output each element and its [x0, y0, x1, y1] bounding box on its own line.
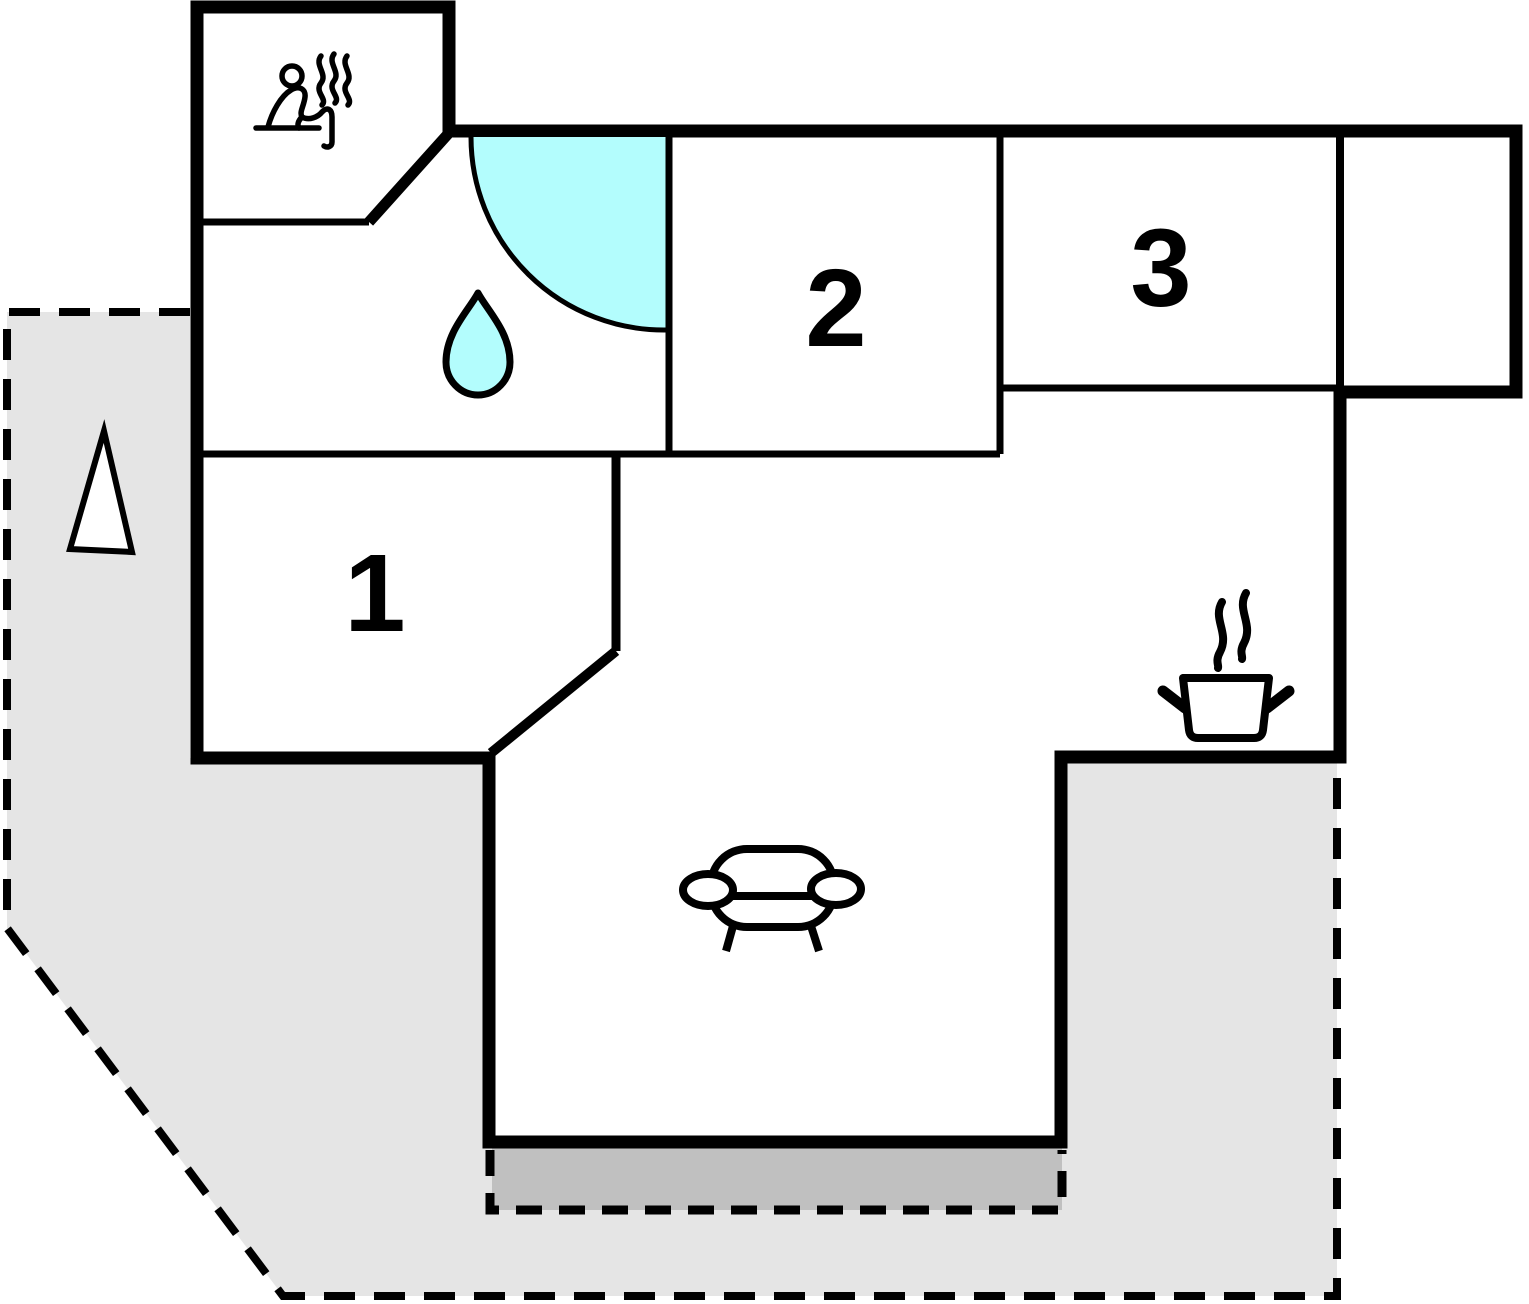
water-drop-icon: [442, 289, 514, 399]
sauna-diagonal-wall: [364, 130, 453, 226]
sofa-icon: [679, 845, 865, 953]
pot-left-handle: [1157, 685, 1191, 714]
room1-label: 1: [344, 532, 405, 655]
sofa-right-leg: [807, 924, 823, 953]
interior-walls: [194, 130, 1344, 757]
pot-body: [1179, 674, 1273, 742]
sauna-steam-line-3: [342, 53, 353, 108]
shower-quarter-circle-icon: [471, 137, 667, 331]
pot-right-handle: [1261, 685, 1295, 714]
building-outline: [190, 0, 1523, 1149]
sofa-left-leg: [722, 924, 737, 953]
room1-diagonal-wall: [487, 647, 620, 757]
sofa-right-armrest: [807, 869, 865, 909]
sauna-person-head: [279, 63, 305, 89]
pot-steam-line-1: [1213, 598, 1228, 672]
patio-strip: [492, 1148, 1062, 1210]
north-arrow-icon: [66, 419, 136, 556]
pot-steam-line-2: [1237, 589, 1252, 663]
room2-label: 2: [805, 247, 866, 370]
cooking-pot-icon: [1157, 589, 1295, 742]
shower-arc-line: [468, 136, 668, 333]
sauna-person-leg: [295, 114, 305, 131]
sauna-steam-line-2: [329, 51, 340, 106]
terrace-boundary-dashed-line: [3, 308, 1341, 1300]
sofa-left-armrest: [679, 870, 737, 910]
sauna-person-icon: [253, 51, 353, 150]
pot-steam: [1213, 589, 1252, 672]
terrace-area: [7, 312, 1337, 1296]
room3-label: 3: [1130, 207, 1191, 330]
sauna-steam-line-1: [316, 53, 327, 108]
patio-strip-dashed-line: [485, 1150, 1067, 1215]
